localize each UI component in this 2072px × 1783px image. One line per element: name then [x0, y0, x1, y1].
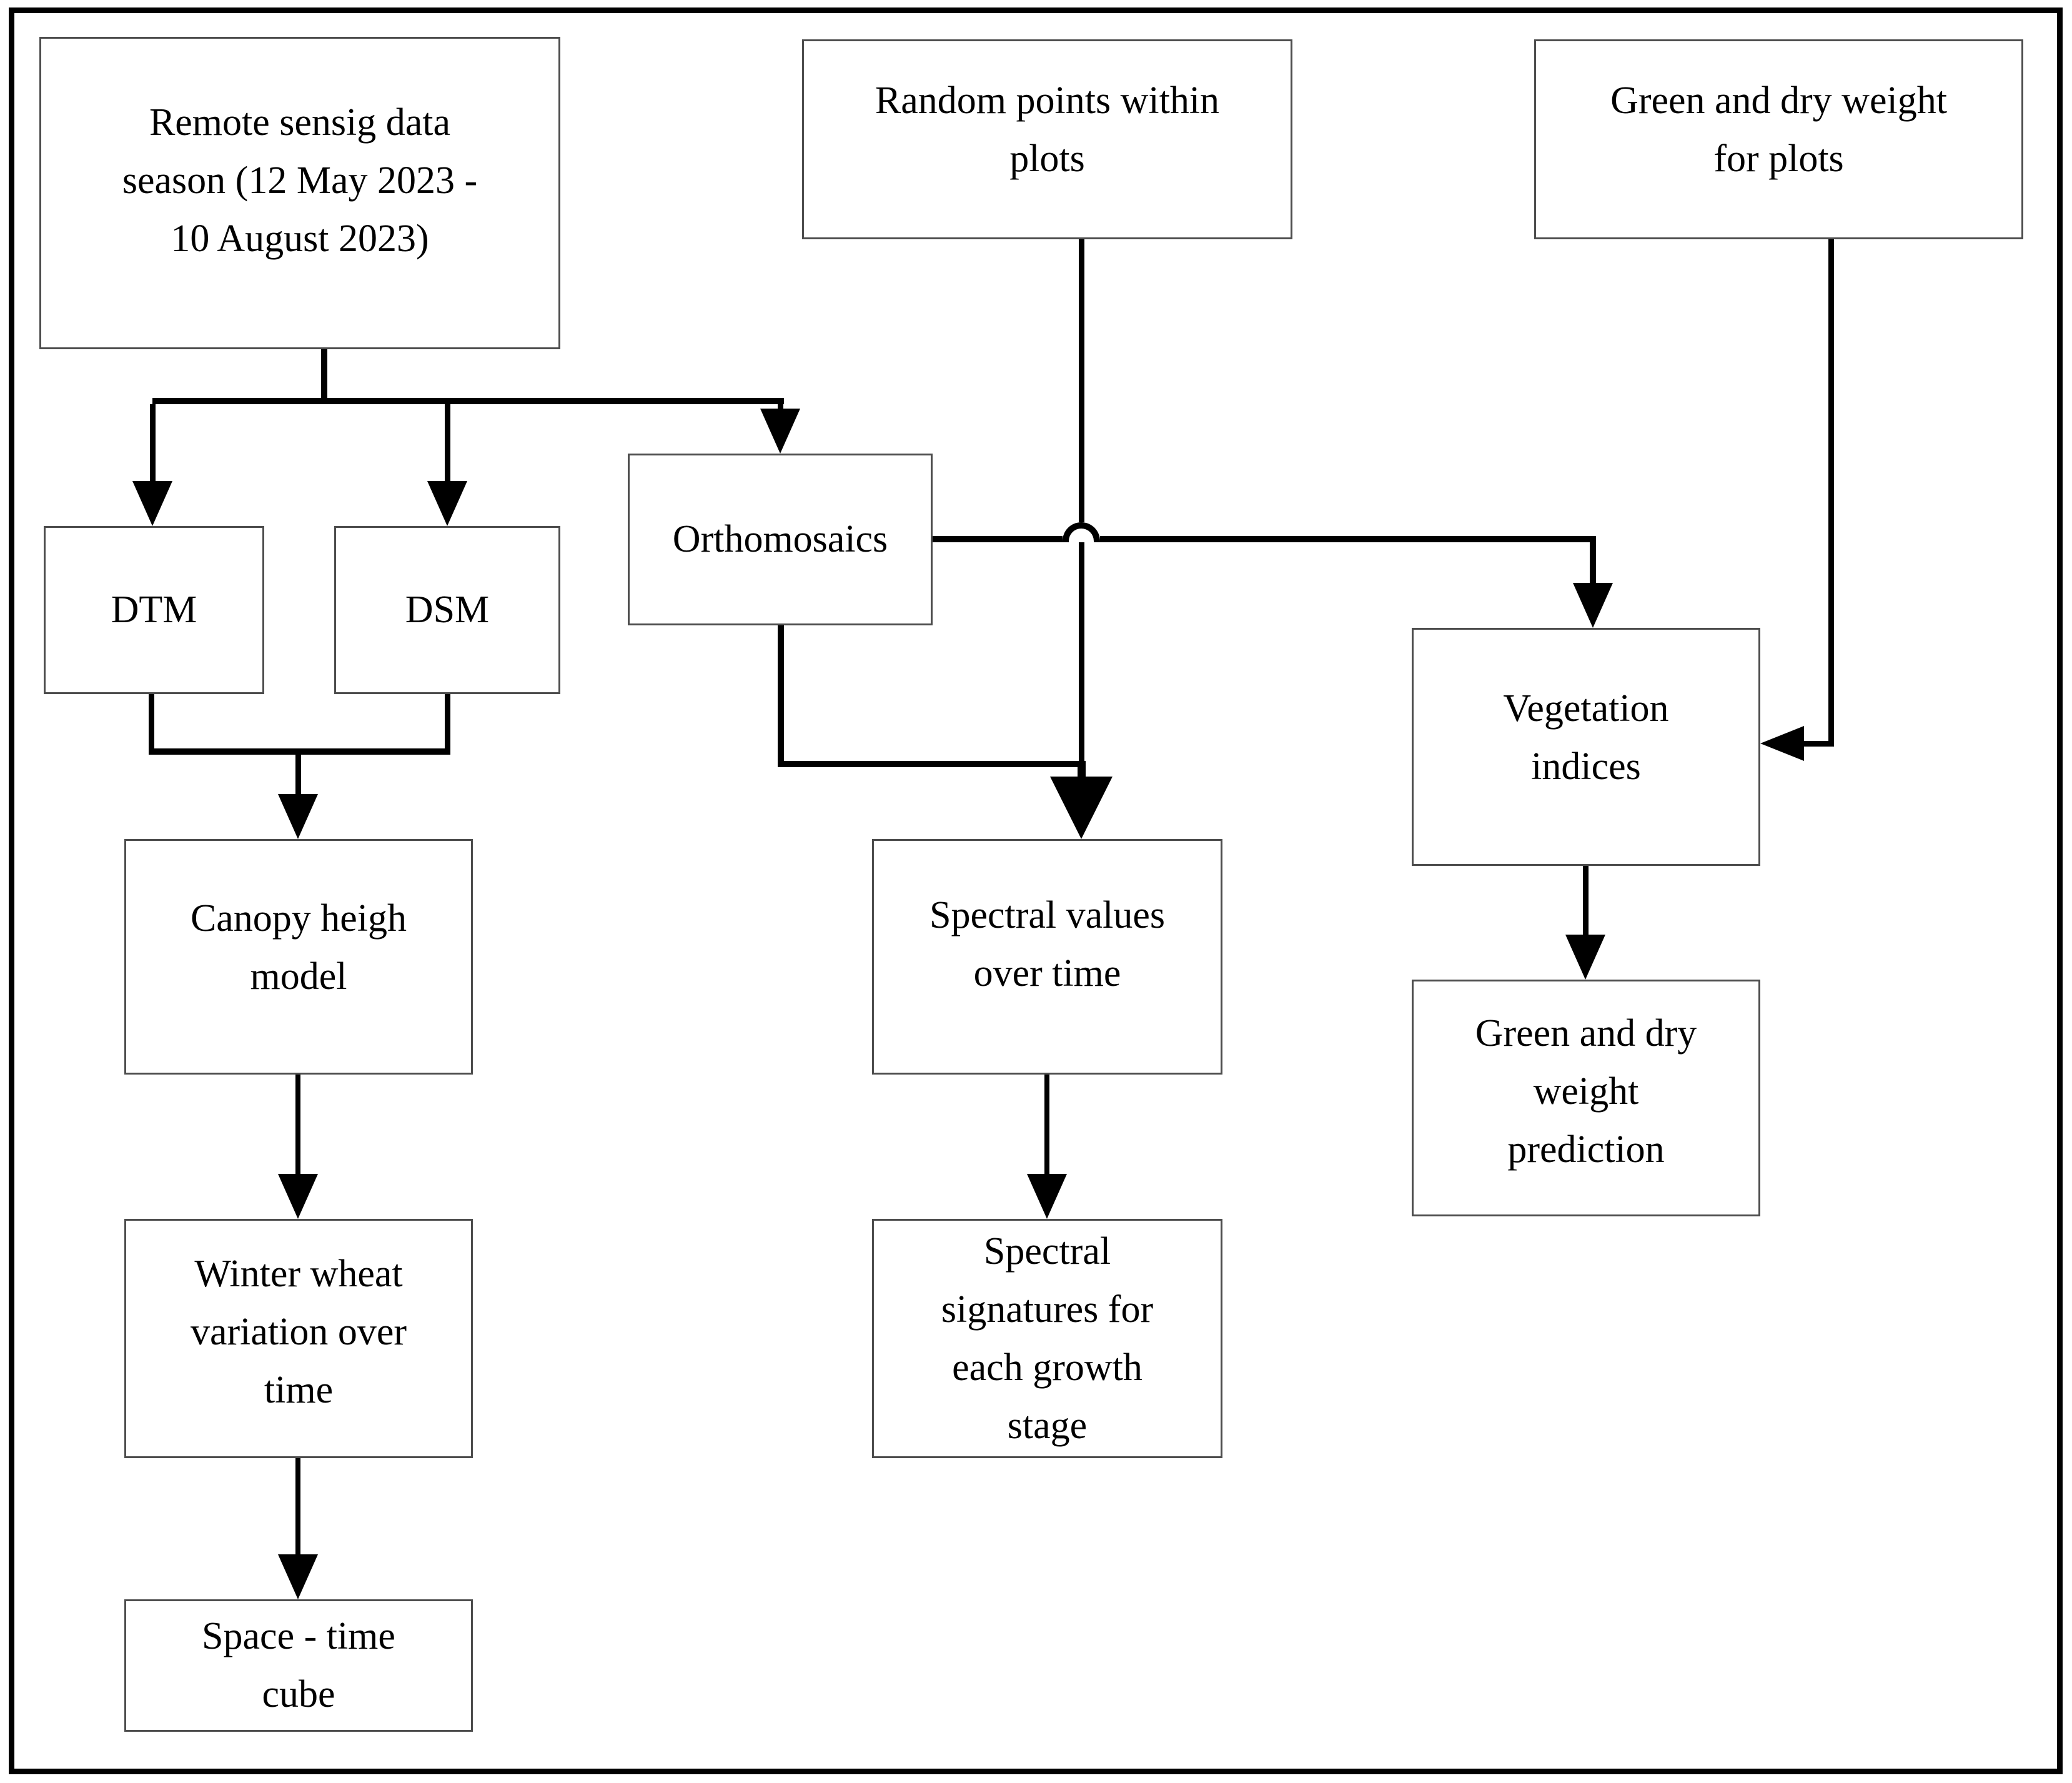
- node-random-points: Random points within plots: [802, 39, 1292, 239]
- arrowhead-down-icon: [278, 794, 318, 839]
- connector-line: [321, 349, 327, 404]
- connector-line: [445, 694, 450, 753]
- node-label: Remote sensig data season (12 May 2023 -…: [122, 101, 478, 260]
- node-space-time-cube: Space - time cube: [124, 1599, 473, 1732]
- node-label: Vegetation indices: [1503, 687, 1669, 788]
- node-label: Orthomosaics: [672, 518, 888, 560]
- connector-line: [1079, 239, 1084, 522]
- node-green-dry-prediction: Green and dry weight prediction: [1412, 980, 1760, 1216]
- node-orthomosaics: Orthomosaics: [628, 454, 933, 625]
- arrowhead-down-icon: [278, 1174, 318, 1219]
- node-label: Green and dry weight prediction: [1475, 1012, 1697, 1171]
- node-dsm: DSM: [334, 526, 560, 694]
- figure-border: [9, 7, 2063, 1774]
- node-label: Canopy heigh model: [190, 896, 407, 998]
- arrowhead-down-icon: [1050, 777, 1113, 839]
- connector-line: [152, 398, 784, 404]
- connector-line: [1590, 536, 1596, 584]
- node-label: DSM: [405, 589, 490, 631]
- arrowhead-down-icon: [1027, 1174, 1067, 1219]
- arrowhead-down-icon: [427, 481, 467, 526]
- node-label: DTM: [111, 589, 197, 631]
- node-label: Random points within plots: [875, 79, 1220, 180]
- node-label: Spectral signatures for each growth stag…: [941, 1229, 1154, 1447]
- connector-line: [1079, 542, 1084, 767]
- connector-line: [149, 694, 154, 753]
- node-label: Spectral values over time: [929, 893, 1166, 995]
- arrowhead-down-icon: [760, 409, 800, 454]
- arrowhead-down-icon: [1565, 935, 1605, 980]
- arrowhead-down-icon: [1573, 583, 1613, 628]
- connector-line: [1828, 239, 1834, 746]
- connector-line: [1583, 866, 1589, 936]
- node-green-dry-plots: Green and dry weight for plots: [1534, 39, 2023, 239]
- node-label: Winter wheat variation over time: [190, 1253, 407, 1411]
- connector-line: [1100, 536, 1596, 542]
- node-winter-wheat: Winter wheat variation over time: [124, 1219, 473, 1458]
- arrowhead-down-icon: [132, 481, 172, 526]
- connector-line: [1804, 741, 1834, 747]
- connector-line: [295, 748, 301, 795]
- connector-line: [295, 1075, 300, 1175]
- connector-line: [150, 404, 156, 482]
- arrowhead-left-icon: [1760, 726, 1804, 761]
- connector-line: [933, 536, 1063, 542]
- connector-line: [778, 761, 1084, 767]
- node-canopy-heigh-model: Canopy heigh model: [124, 839, 473, 1075]
- connector-line: [778, 404, 783, 410]
- connector-line: [1044, 1075, 1049, 1175]
- connector-line: [445, 404, 450, 482]
- node-spectral-values: Spectral values over time: [872, 839, 1222, 1075]
- node-remote-sensing: Remote sensig data season (12 May 2023 -…: [39, 37, 560, 349]
- connector-line: [778, 625, 784, 767]
- arrowhead-down-icon: [278, 1554, 318, 1599]
- node-dtm: DTM: [44, 526, 264, 694]
- node-vegetation-indices: Vegetation indices: [1412, 628, 1760, 866]
- connector-line: [295, 1458, 300, 1556]
- node-label: Space - time cube: [202, 1615, 395, 1716]
- node-spectral-signatures: Spectral signatures for each growth stag…: [872, 1219, 1222, 1458]
- node-label: Green and dry weight for plots: [1610, 79, 1947, 180]
